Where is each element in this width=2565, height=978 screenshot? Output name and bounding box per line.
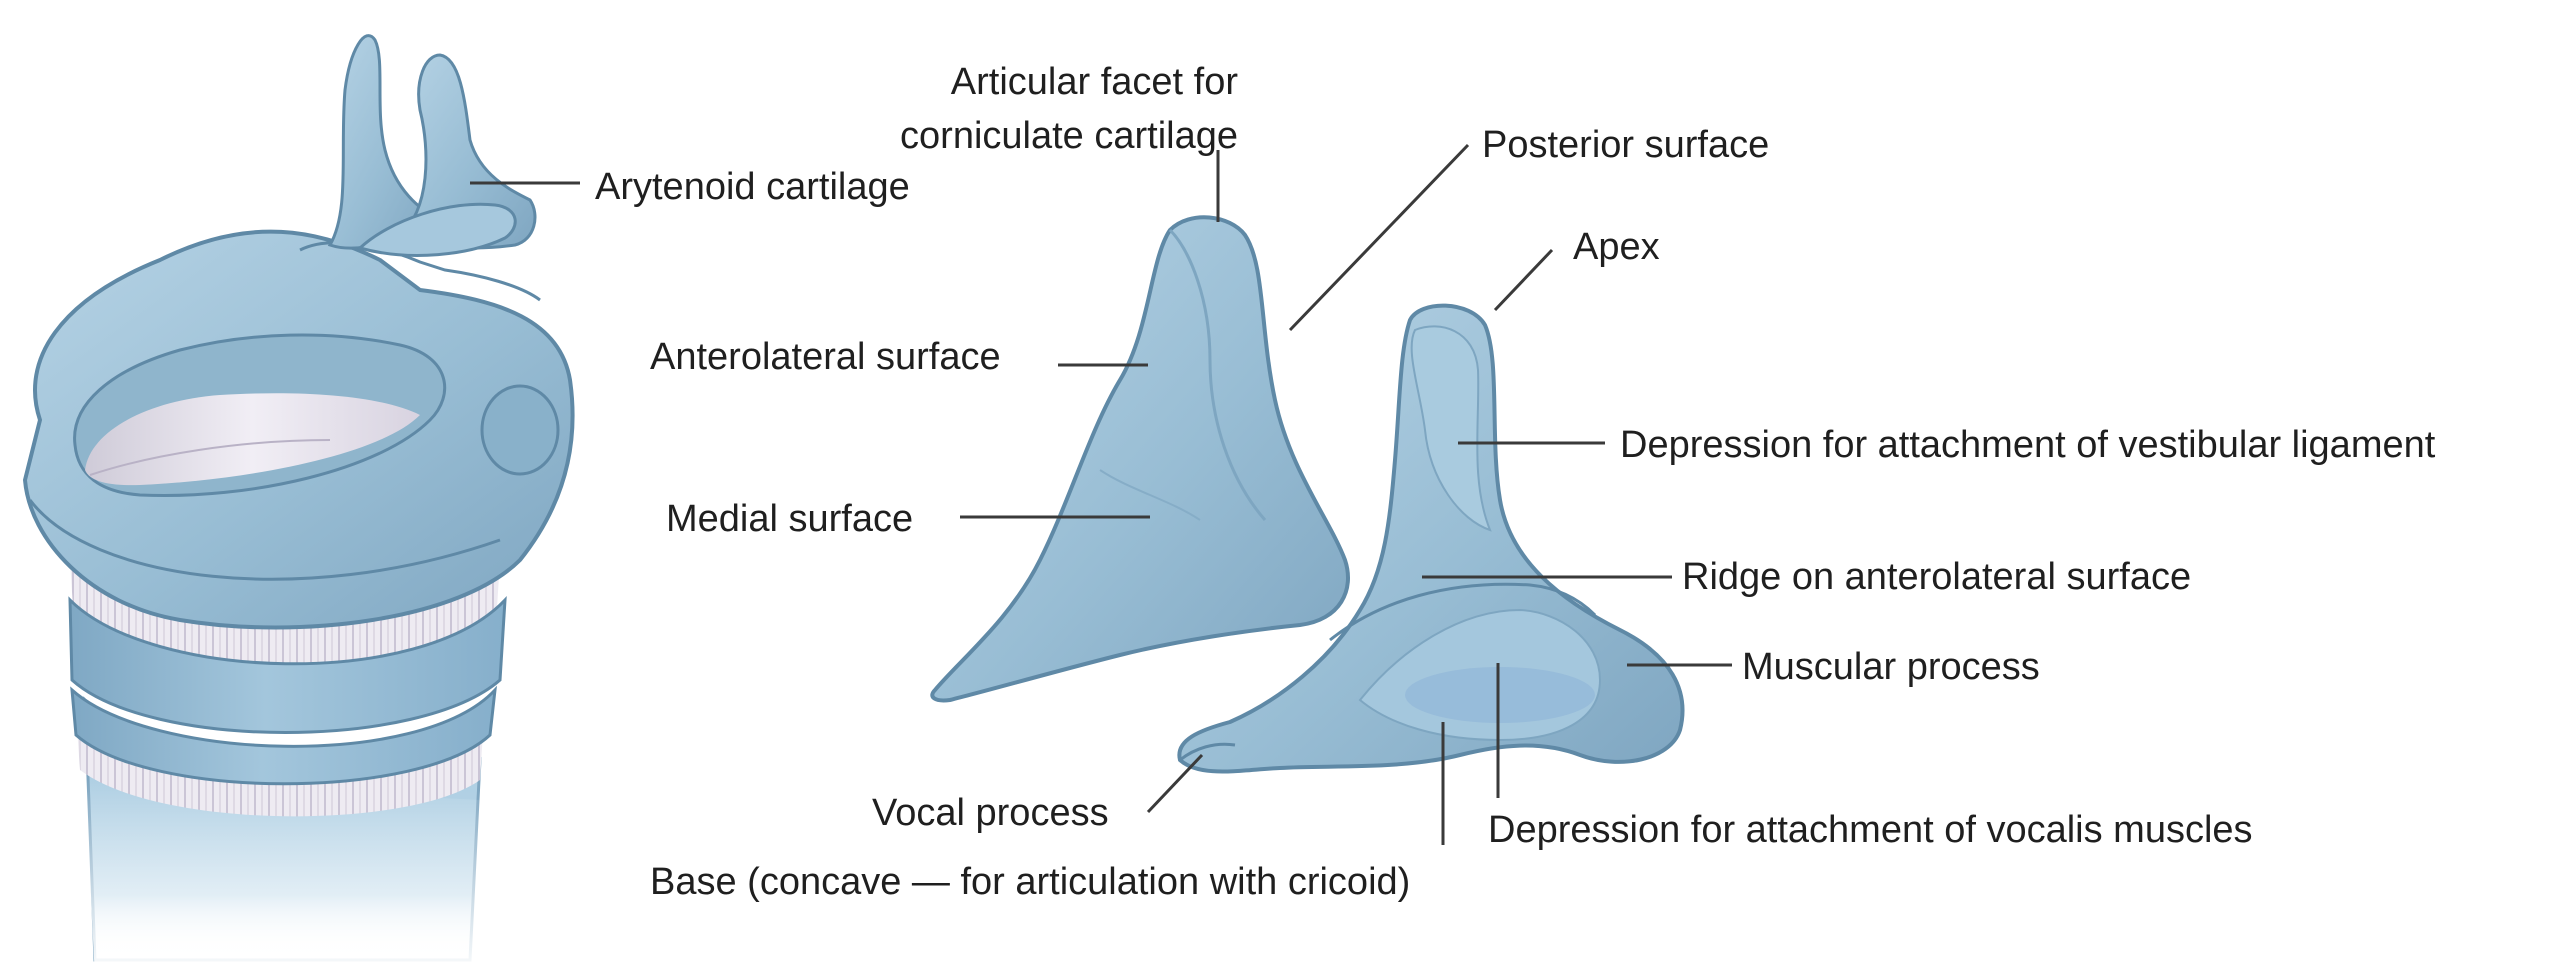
label-base: Base (concave — for articulation with cr… xyxy=(650,855,1410,909)
leader-vocal xyxy=(1148,755,1202,812)
label-muscular-process: Muscular process xyxy=(1742,640,2040,694)
leader-apex xyxy=(1495,250,1552,310)
label-articular-facet-line1: Articular facet for xyxy=(900,55,1238,109)
leader-posterior xyxy=(1290,145,1468,330)
label-articular-facet-line2: corniculate cartilage xyxy=(900,109,1238,163)
larynx-trachea-drawing xyxy=(25,36,573,978)
label-depression-vocalis: Depression for attachment of vocalis mus… xyxy=(1488,803,2253,857)
label-ridge-anterolateral: Ridge on anterolateral surface xyxy=(1682,550,2191,604)
label-articular-facet: Articular facet for corniculate cartilag… xyxy=(900,55,1238,163)
label-medial-surface: Medial surface xyxy=(666,492,913,546)
arytenoid-medial-view xyxy=(932,217,1348,700)
label-posterior-surface: Posterior surface xyxy=(1482,118,1769,172)
label-depression-vestibular: Depression for attachment of vestibular … xyxy=(1620,418,2435,472)
thyroid-facet xyxy=(482,386,558,474)
label-anterolateral-surface: Anterolateral surface xyxy=(650,330,1001,384)
label-vocal-process: Vocal process xyxy=(872,786,1109,840)
label-apex: Apex xyxy=(1573,220,1660,274)
label-arytenoid-cartilage: Arytenoid cartilage xyxy=(595,160,910,214)
